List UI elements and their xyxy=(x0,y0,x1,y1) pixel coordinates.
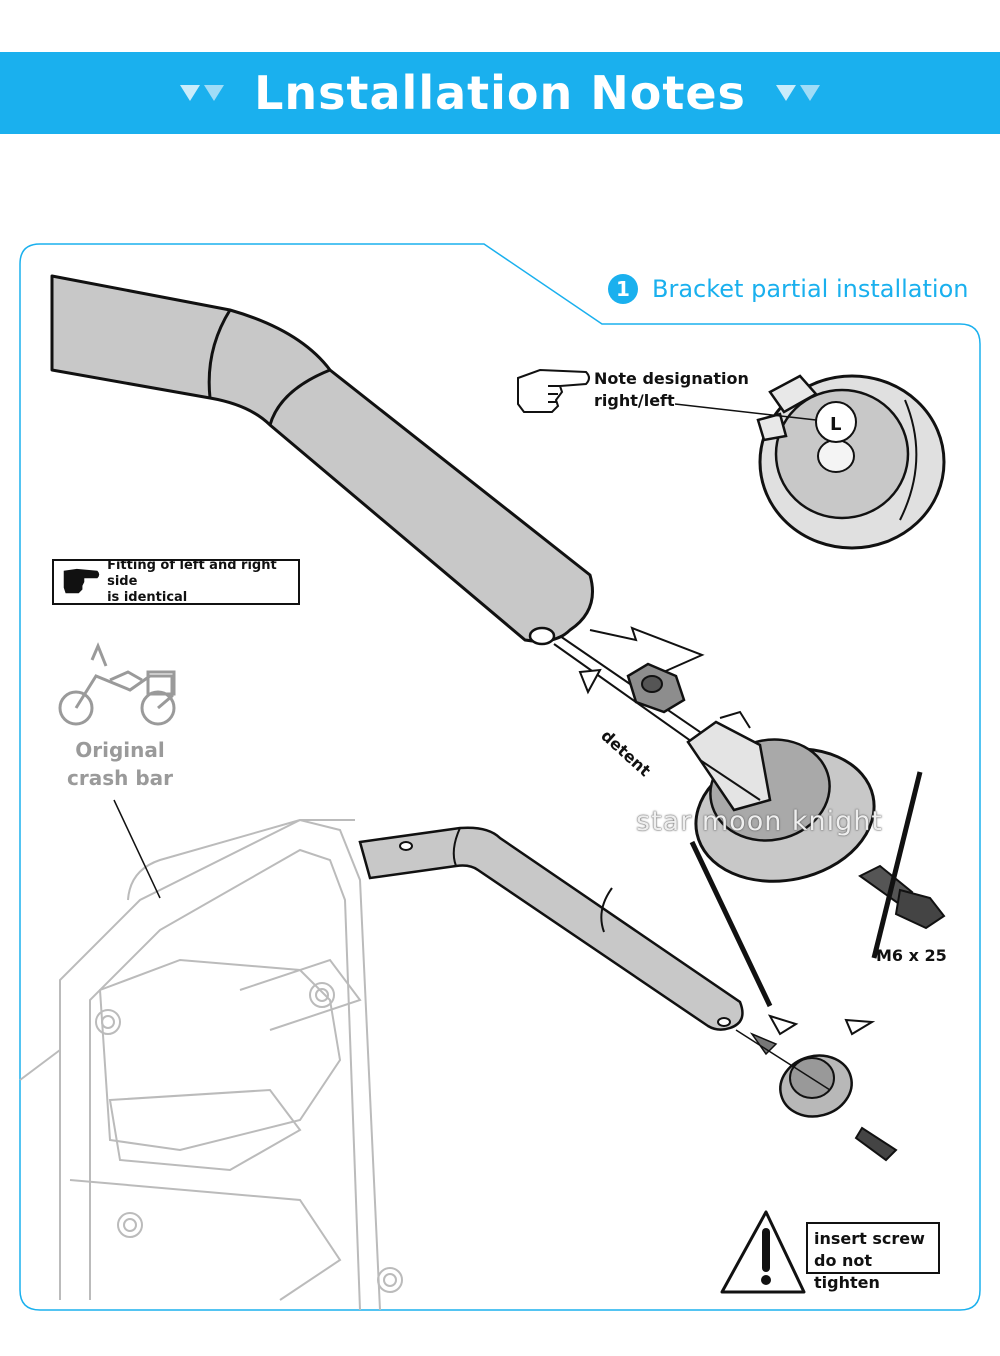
fitting-note-box: Fitting of left and right side is identi… xyxy=(52,558,300,606)
original-line1: Original xyxy=(75,738,165,762)
note-designation-line1: Note designation xyxy=(594,369,749,388)
original-crash-bar-label: Original crash bar xyxy=(60,736,180,792)
chevron-down-icon xyxy=(180,85,225,101)
warning-line1: insert screw xyxy=(814,1229,925,1248)
mount-disc-closeup xyxy=(674,374,946,550)
mount-disc-small xyxy=(735,1029,898,1162)
warning-icon xyxy=(720,1210,806,1294)
pointing-hand-icon xyxy=(517,368,590,413)
header-banner: Lnstallation Notes xyxy=(0,52,1000,134)
pointing-hand-icon xyxy=(63,568,100,594)
screw-size-label: M6 x 25 xyxy=(876,946,947,965)
original-line2: crash bar xyxy=(67,766,173,790)
panel-frame xyxy=(19,243,981,1311)
original-crash-bar-drawing xyxy=(19,818,403,1311)
side-letter-label: L xyxy=(830,414,841,435)
note-designation-line2: right/left xyxy=(594,391,675,410)
warning-note-box: insert screw do not tighten xyxy=(806,1222,940,1292)
step-label: Bracket partial installation xyxy=(652,275,969,303)
note-designation-text: Note designation right/left xyxy=(594,368,749,412)
warning-line2: do not tighten xyxy=(814,1251,880,1292)
fitting-line1: Fitting of left and right side xyxy=(107,558,277,589)
watermark-text: star moon knight xyxy=(636,806,884,837)
mount-disc-part xyxy=(686,710,876,883)
leader-lines xyxy=(689,771,923,1008)
fitting-line2: is identical xyxy=(107,590,188,605)
bracket-tube-large xyxy=(50,274,594,646)
chevron-down-icon xyxy=(775,85,820,101)
motorcycle-icon xyxy=(58,642,176,726)
bracket-tube-small xyxy=(358,826,744,1031)
step-number-badge: 1 xyxy=(608,274,638,304)
step-heading: 1 Bracket partial installation xyxy=(608,274,969,304)
page-title: Lnstallation Notes xyxy=(254,66,746,120)
fitting-note-text: Fitting of left and right side is identi… xyxy=(107,558,298,606)
nut-part xyxy=(626,662,686,714)
crash-bar-pointer xyxy=(113,799,161,899)
screw-part xyxy=(858,864,946,930)
